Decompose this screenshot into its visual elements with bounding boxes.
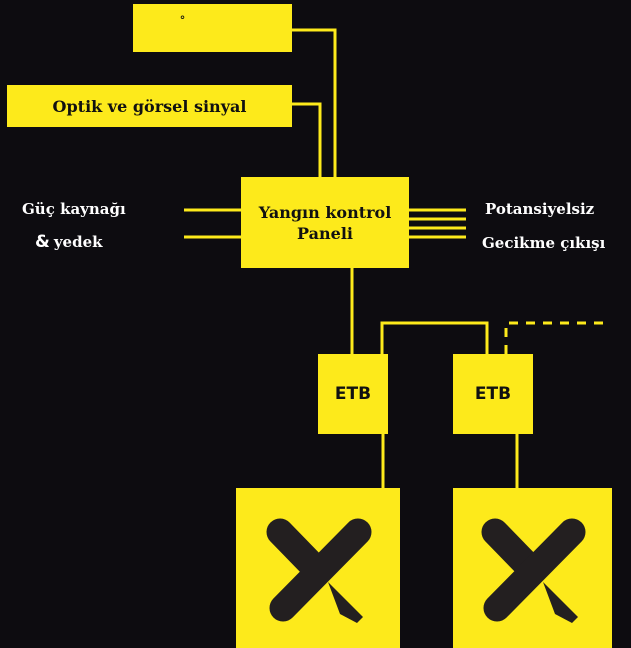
actuator-box-1 xyxy=(236,488,400,648)
wire-top-box-panel xyxy=(292,28,337,177)
top-box: ° xyxy=(133,4,292,52)
power-label-yedek: yedek xyxy=(53,233,103,251)
wire-signal-box-panel xyxy=(292,102,322,177)
etb-box-1: ETB xyxy=(318,354,388,434)
ampersand-symbol: & xyxy=(35,232,50,252)
actuator-box-2 xyxy=(453,488,612,648)
wire-etb1-etb2 xyxy=(380,321,489,354)
wire-dashed-continuation xyxy=(504,321,610,354)
panel-title-line2: Paneli xyxy=(297,223,353,243)
etb-box-2: ETB xyxy=(453,354,533,434)
top-box-text: ° xyxy=(179,13,186,27)
signal-box-text: Optik ve görsel sinyal xyxy=(52,96,247,116)
power-label-line1: Güç kaynağı xyxy=(22,200,126,218)
signal-box: Optik ve görsel sinyal xyxy=(7,85,292,127)
fire-control-panel: Yangın kontrol Paneli xyxy=(241,177,409,268)
output-label-line1: Potansiyelsiz xyxy=(485,200,595,218)
x-mark-icon xyxy=(266,518,372,623)
x-mark-icon xyxy=(481,518,586,623)
power-label-line2: &yedek xyxy=(35,232,103,252)
panel-title-line1: Yangın kontrol xyxy=(258,202,392,222)
etb-label-1: ETB xyxy=(334,384,372,404)
output-label-line2: Gecikme çıkışı xyxy=(482,234,606,252)
etb-label-2: ETB xyxy=(474,384,512,404)
